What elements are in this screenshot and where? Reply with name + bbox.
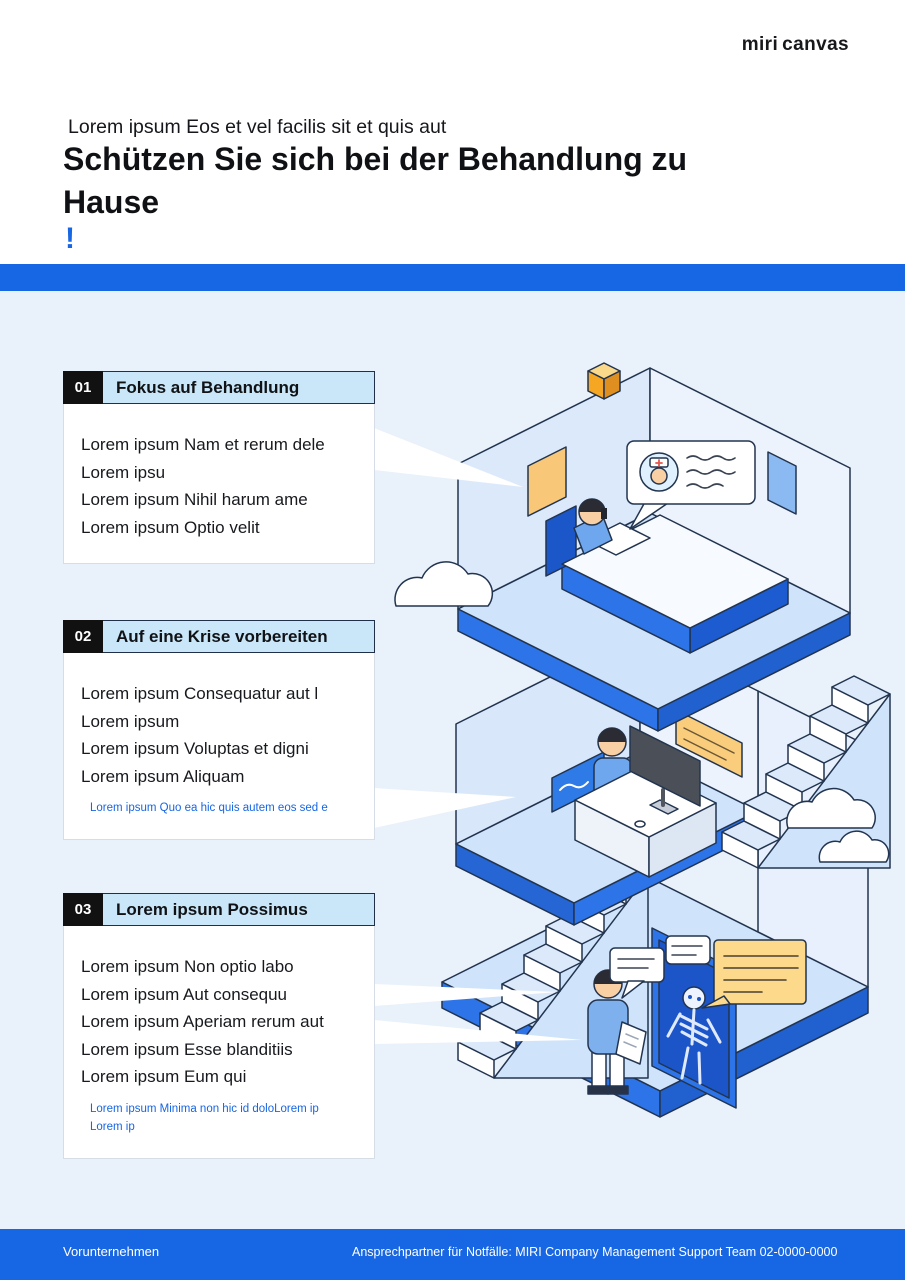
exclamation-mark: ! (65, 222, 75, 255)
footer-contact: Ansprechpartner für Notfälle: MIRI Compa… (352, 1245, 838, 1259)
info-card-02: 02 Auf eine Krise vorbereiten Lorem ipsu… (63, 620, 375, 840)
card-02-line: Lorem ipsum (81, 711, 180, 731)
card-02-title: Auf eine Krise vorbereiten (103, 620, 375, 653)
page-title-line2: Hause (63, 184, 160, 220)
card-03-line: Lorem ipsum Eum qui (81, 1067, 247, 1086)
card-01-line: Lorem ipsu (81, 462, 166, 482)
card-01-body: Lorem ipsum Nam et rerum dele Lorem ipsu… (63, 404, 375, 564)
card-01-header: 01 Fokus auf Behandlung (63, 371, 375, 404)
card-03-note: Lorem ipsum Minima non hic id doloLorem … (81, 1100, 360, 1136)
card-02-body: Lorem ipsum Consequatur aut l Lorem ipsu… (63, 653, 375, 840)
info-card-03: 03 Lorem ipsum Possimus Lorem ipsum Non … (63, 893, 375, 1159)
card-03-note-line2: Lorem ip (90, 1120, 135, 1133)
card-02-header: 02 Auf eine Krise vorbereiten (63, 620, 375, 653)
card-01-line: Lorem ipsum Nam et rerum dele (81, 435, 325, 454)
card-01-title: Fokus auf Behandlung (103, 371, 375, 404)
card-03-title: Lorem ipsum Possimus (103, 893, 375, 926)
card-03-line: Lorem ipsum Aut consequu (81, 984, 288, 1004)
card-02-line: Lorem ipsum Aliquam (81, 766, 245, 786)
card-01-line: Lorem ipsum Nihil harum ame (81, 490, 308, 509)
card-01-line: Lorem ipsum Optio velit (81, 517, 260, 537)
card-02-number: 02 (63, 620, 103, 653)
card-03-header: 03 Lorem ipsum Possimus (63, 893, 375, 926)
card-02-line: Lorem ipsum Voluptas et digni (81, 739, 309, 758)
info-card-01: 01 Fokus auf Behandlung Lorem ipsum Nam … (63, 371, 375, 564)
card-02-note: Lorem ipsum Quo ea hic quis autem eos se… (90, 802, 328, 814)
blue-divider-bar (0, 264, 905, 291)
card-03-note-line1: Lorem ipsum Minima non hic id doloLorem … (90, 1102, 319, 1115)
footer-bar: Vorunternehmen Ansprechpartner für Notfä… (0, 1229, 905, 1280)
card-03-line: Lorem ipsum Aperiam rerum aut (81, 1012, 324, 1031)
card-01-number: 01 (63, 371, 103, 404)
logo-part-canvas: canvas (782, 34, 849, 55)
card-03-body: Lorem ipsum Non optio labo Lorem ipsum A… (63, 926, 375, 1159)
card-03-line: Lorem ipsum Non optio labo (81, 957, 294, 976)
card-02-line: Lorem ipsum Consequatur aut l (81, 684, 319, 703)
footer-company: Vorunternehmen (63, 1244, 160, 1259)
card-03-number: 03 (63, 893, 103, 926)
page-title: Schützen Sie sich bei der Behandlung zu … (63, 138, 823, 224)
card-03-line: Lorem ipsum Esse blanditiis (81, 1039, 293, 1059)
header-eyebrow: Lorem ipsum Eos et vel facilis sit et qu… (68, 116, 447, 138)
logo-part-miri: miri (741, 34, 779, 55)
page-title-line1: Schützen Sie sich bei der Behandlung zu (63, 141, 688, 177)
